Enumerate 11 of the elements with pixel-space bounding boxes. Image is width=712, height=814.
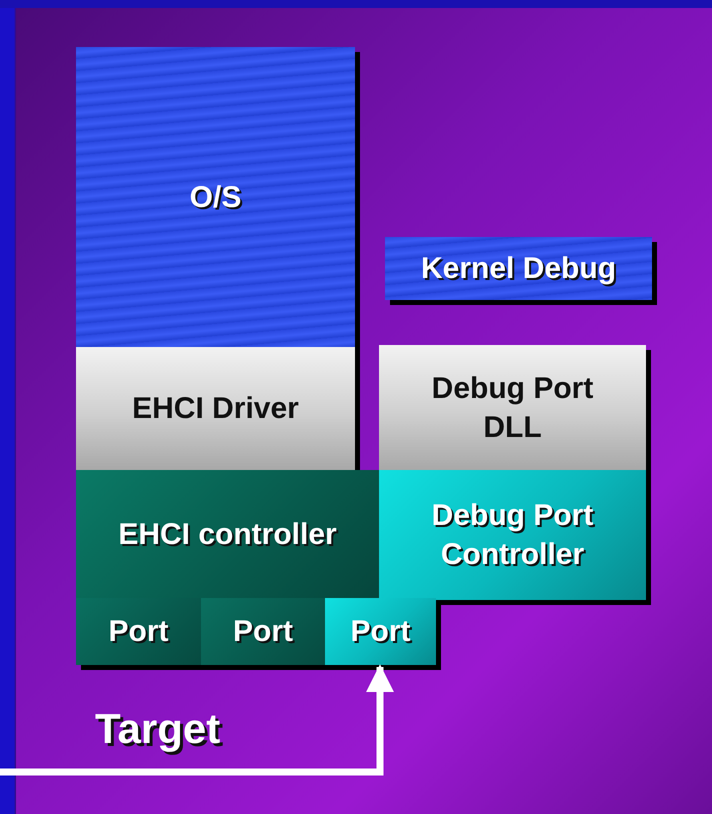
port-box: Port [201,598,325,665]
os-layer-box: O/S [76,47,355,347]
driver-layer-box: EHCI Driver [76,347,355,470]
dll-layer-box: Debug Port DLL [379,345,646,470]
target-label: Target [95,705,220,753]
port-box: Port [325,598,436,665]
port-box: Port [76,598,201,665]
arrow [0,664,394,776]
kernel-debug-box: Kernel Debug [385,237,652,300]
controller-box: EHCI controller [76,470,379,598]
controller-box: Debug Port Controller [379,470,646,600]
